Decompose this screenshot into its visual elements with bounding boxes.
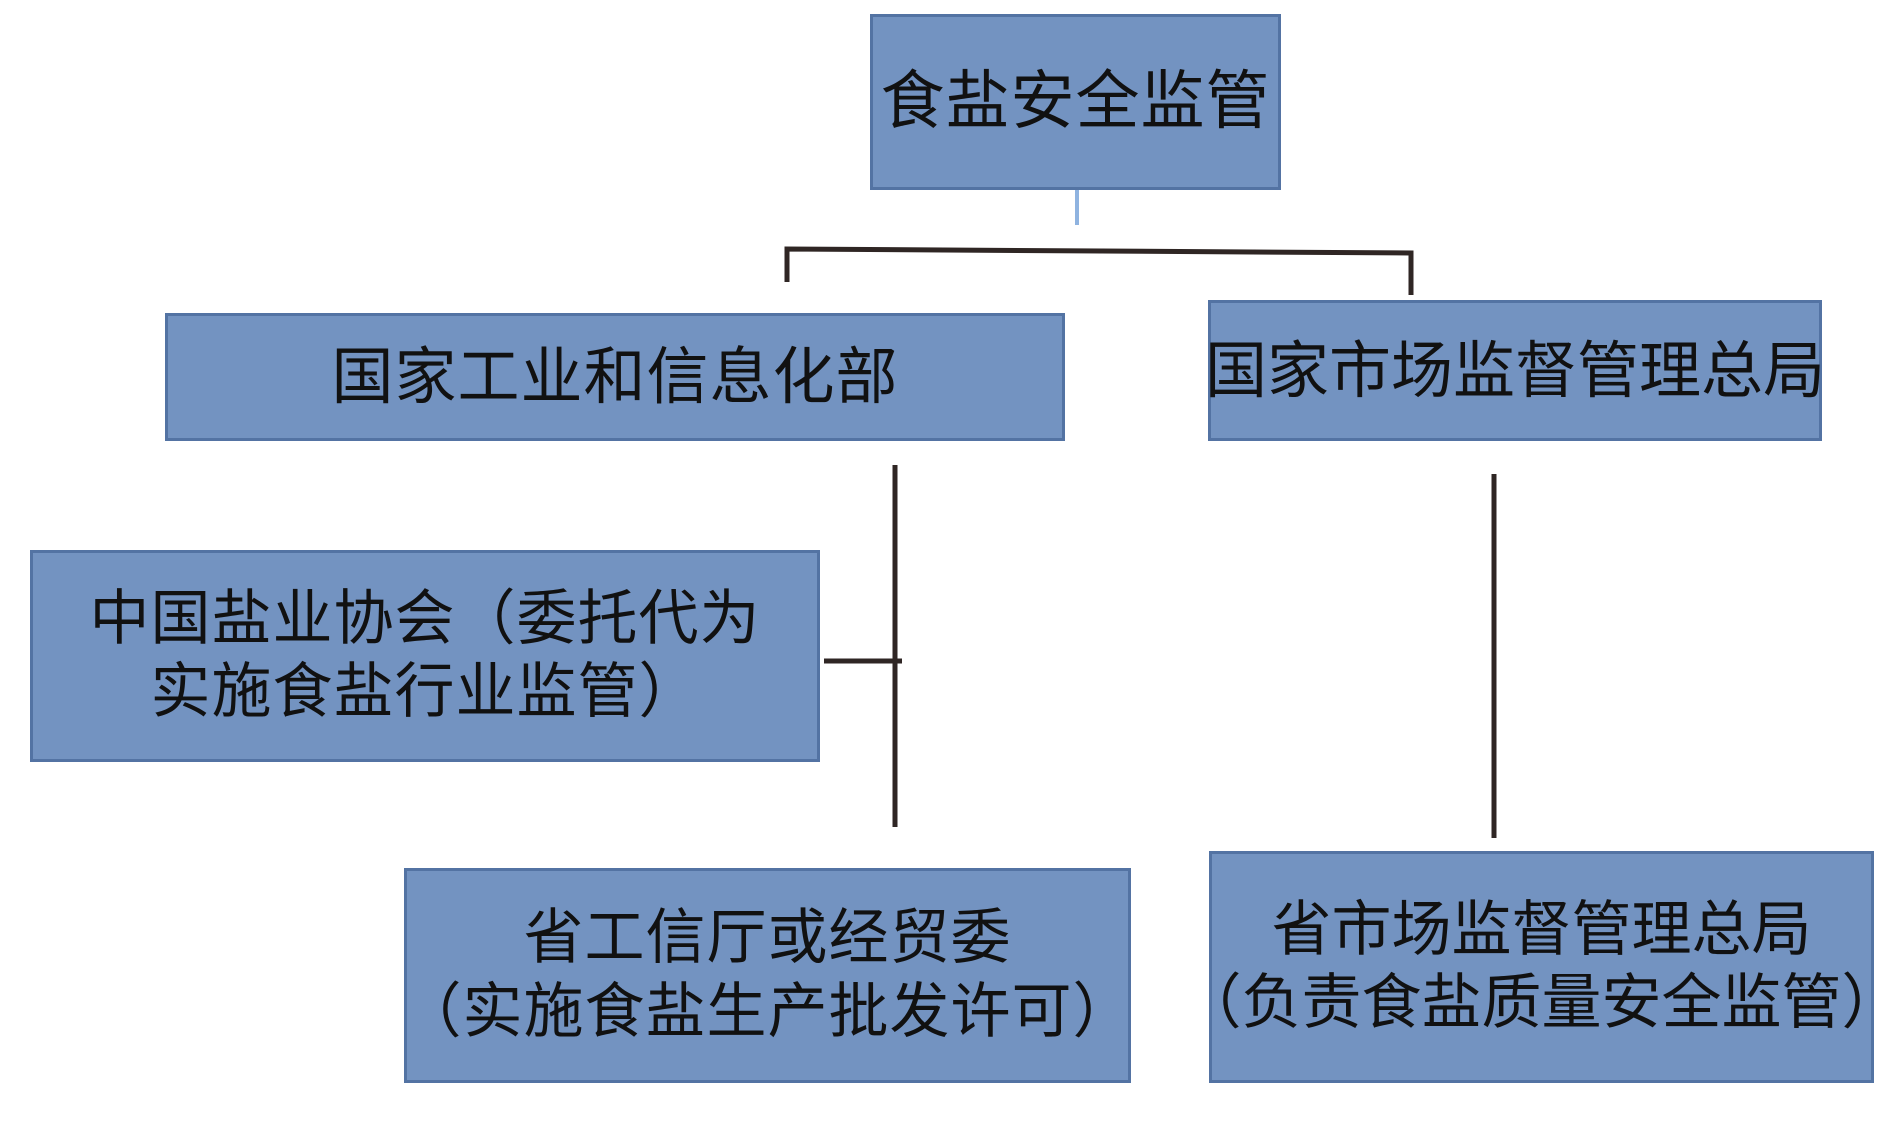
node-label-line2: （实施食盐生产批发许可） xyxy=(401,976,1134,1047)
node-label: 食盐安全监管 xyxy=(880,64,1271,139)
node-label-line2: 实施食盐行业监管） xyxy=(150,657,700,727)
node-label-line1: 省工信厅或经贸委 xyxy=(523,903,1012,974)
node-label-line2: （负责食盐质量安全监管） xyxy=(1181,968,1898,1038)
node-label-line1: 省市场监督管理总局 xyxy=(1271,894,1812,965)
node-label: 国家工业和信息化部 xyxy=(331,340,899,414)
top-branch-line xyxy=(784,246,1414,295)
node-ministry-industry-information: 国家工业和信息化部 xyxy=(165,313,1065,441)
node-label: 国家市场监督管理总局 xyxy=(1205,333,1826,407)
node-provincial-market-regulation: 省市场监督管理总局 （负责食盐质量安全监管） xyxy=(1182,851,1898,1083)
node-state-market-regulation: 国家市场监督管理总局 xyxy=(1205,300,1826,441)
node-food-salt-safety-supervision: 食盐安全监管 xyxy=(870,14,1281,190)
node-china-salt-association: 中国盐业协会（委托代为 实施食盐行业监管） xyxy=(30,550,820,762)
node-label-line1: 中国盐业协会（委托代为 xyxy=(89,583,761,654)
node-provincial-industry-department: 省工信厅或经贸委 （实施食盐生产批发许可） xyxy=(401,868,1134,1083)
